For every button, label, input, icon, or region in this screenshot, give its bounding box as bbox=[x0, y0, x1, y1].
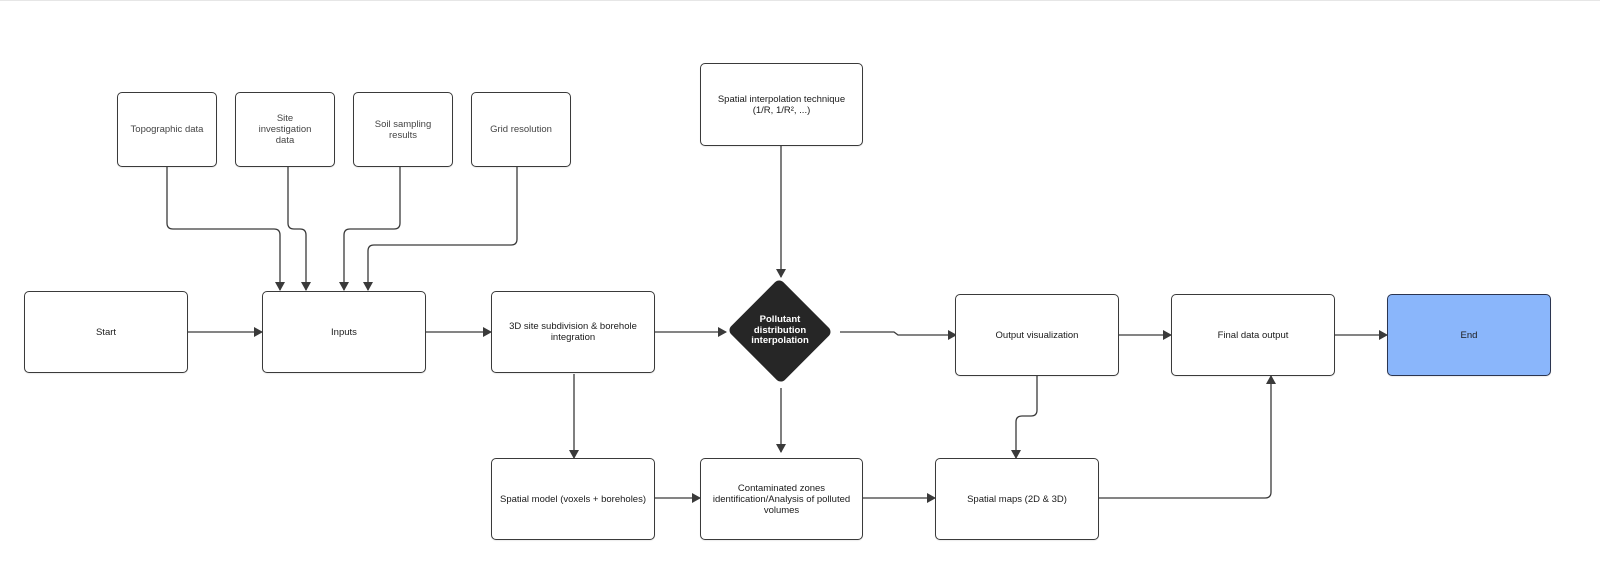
topographic-data-label: Topographic data bbox=[130, 124, 204, 135]
site-investigation-data-label: Site investigation data bbox=[258, 113, 312, 146]
edge-output-visualization-to-spatial-maps bbox=[1011, 376, 1038, 459]
end-node[interactable]: End bbox=[1387, 294, 1551, 376]
edge-interpolation-to-output-visualization bbox=[840, 330, 957, 340]
grid-resolution-label: Grid resolution bbox=[490, 124, 552, 135]
interpolation-technique-label: Spatial interpolation technique (1/R, 1/… bbox=[717, 93, 846, 116]
subdivision-node[interactable]: 3D site subdivision & borehole integrati… bbox=[491, 291, 655, 373]
spatial-model-label: Spatial model (voxels + boreholes) bbox=[500, 493, 647, 505]
edge-grid-resolution-to-inputs bbox=[363, 167, 518, 291]
final-data-output-node[interactable]: Final data output bbox=[1171, 294, 1335, 376]
start-label: Start bbox=[95, 326, 117, 338]
site-investigation-data-node[interactable]: Site investigation data bbox=[235, 92, 335, 167]
topographic-data-node[interactable]: Topographic data bbox=[117, 92, 217, 167]
inputs-label: Inputs bbox=[331, 326, 357, 338]
interpolation-label: Pollutant distribution interpolation bbox=[751, 314, 809, 347]
inputs-node[interactable]: Inputs bbox=[262, 291, 426, 373]
soil-sampling-results-label: Soil sampling results bbox=[374, 118, 432, 141]
spatial-maps-node[interactable]: Spatial maps (2D & 3D) bbox=[935, 458, 1099, 540]
output-visualization-node[interactable]: Output visualization bbox=[955, 294, 1119, 376]
soil-sampling-results-node[interactable]: Soil sampling results bbox=[353, 92, 453, 167]
subdivision-label: 3D site subdivision & borehole integrati… bbox=[509, 321, 637, 343]
spatial-maps-label: Spatial maps (2D & 3D) bbox=[967, 493, 1067, 505]
interpolation-technique-node[interactable]: Spatial interpolation technique (1/R, 1/… bbox=[700, 63, 863, 146]
output-visualization-label: Output visualization bbox=[995, 329, 1079, 341]
start-node[interactable]: Start bbox=[24, 291, 188, 373]
interpolation-decision-node[interactable]: Pollutant distribution interpolation bbox=[722, 276, 838, 386]
edge-soil-sampling-to-inputs bbox=[339, 167, 401, 291]
contaminated-zones-node[interactable]: Contaminated zones identification/Analys… bbox=[700, 458, 863, 540]
edge-site-investigation-to-inputs bbox=[287, 167, 311, 291]
end-label: End bbox=[1460, 329, 1478, 341]
grid-resolution-node[interactable]: Grid resolution bbox=[471, 92, 571, 167]
contaminated-zones-label: Contaminated zones identification/Analys… bbox=[712, 482, 851, 516]
spatial-model-node[interactable]: Spatial model (voxels + boreholes) bbox=[491, 458, 655, 540]
final-data-output-label: Final data output bbox=[1217, 329, 1289, 341]
edge-topographic-to-inputs bbox=[166, 167, 285, 291]
edge-spatial-maps-to-final-output bbox=[1099, 375, 1276, 499]
